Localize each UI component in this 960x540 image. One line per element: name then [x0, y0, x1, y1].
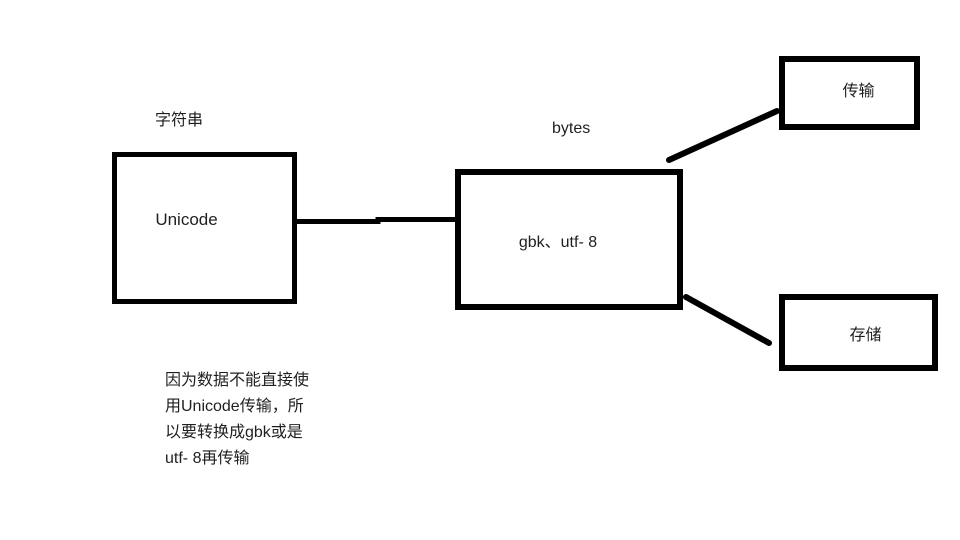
note-line: utf- 8再传输	[165, 450, 250, 467]
unicode-node: Unicode	[112, 152, 297, 304]
store-node: 存储	[779, 294, 938, 371]
connector-encodings-to-transmit	[666, 108, 780, 163]
unicode-node-label: Unicode	[155, 210, 218, 229]
transmit-node: 传输	[779, 56, 920, 130]
note-line: 用Unicode传输，所	[165, 398, 304, 415]
note-line: 以要转换成gbk或是	[165, 424, 303, 441]
note-line: 因为数据不能直接使	[165, 372, 310, 389]
transmit-node-label: 传输	[842, 82, 875, 100]
bytes-caption: bytes	[552, 120, 591, 137]
connector-encodings-to-store	[683, 294, 772, 346]
encodings-node-label: gbk、utf- 8	[518, 233, 598, 251]
explanation-note: 因为数据不能直接使 用Unicode传输，所 以要转换成gbk或是 utf- 8…	[165, 368, 309, 472]
connector-unicode-to-encodings	[297, 217, 466, 224]
store-node-label: 存储	[849, 326, 882, 344]
string-caption: 字符串	[155, 112, 204, 129]
encodings-node: gbk、utf- 8	[455, 169, 683, 310]
